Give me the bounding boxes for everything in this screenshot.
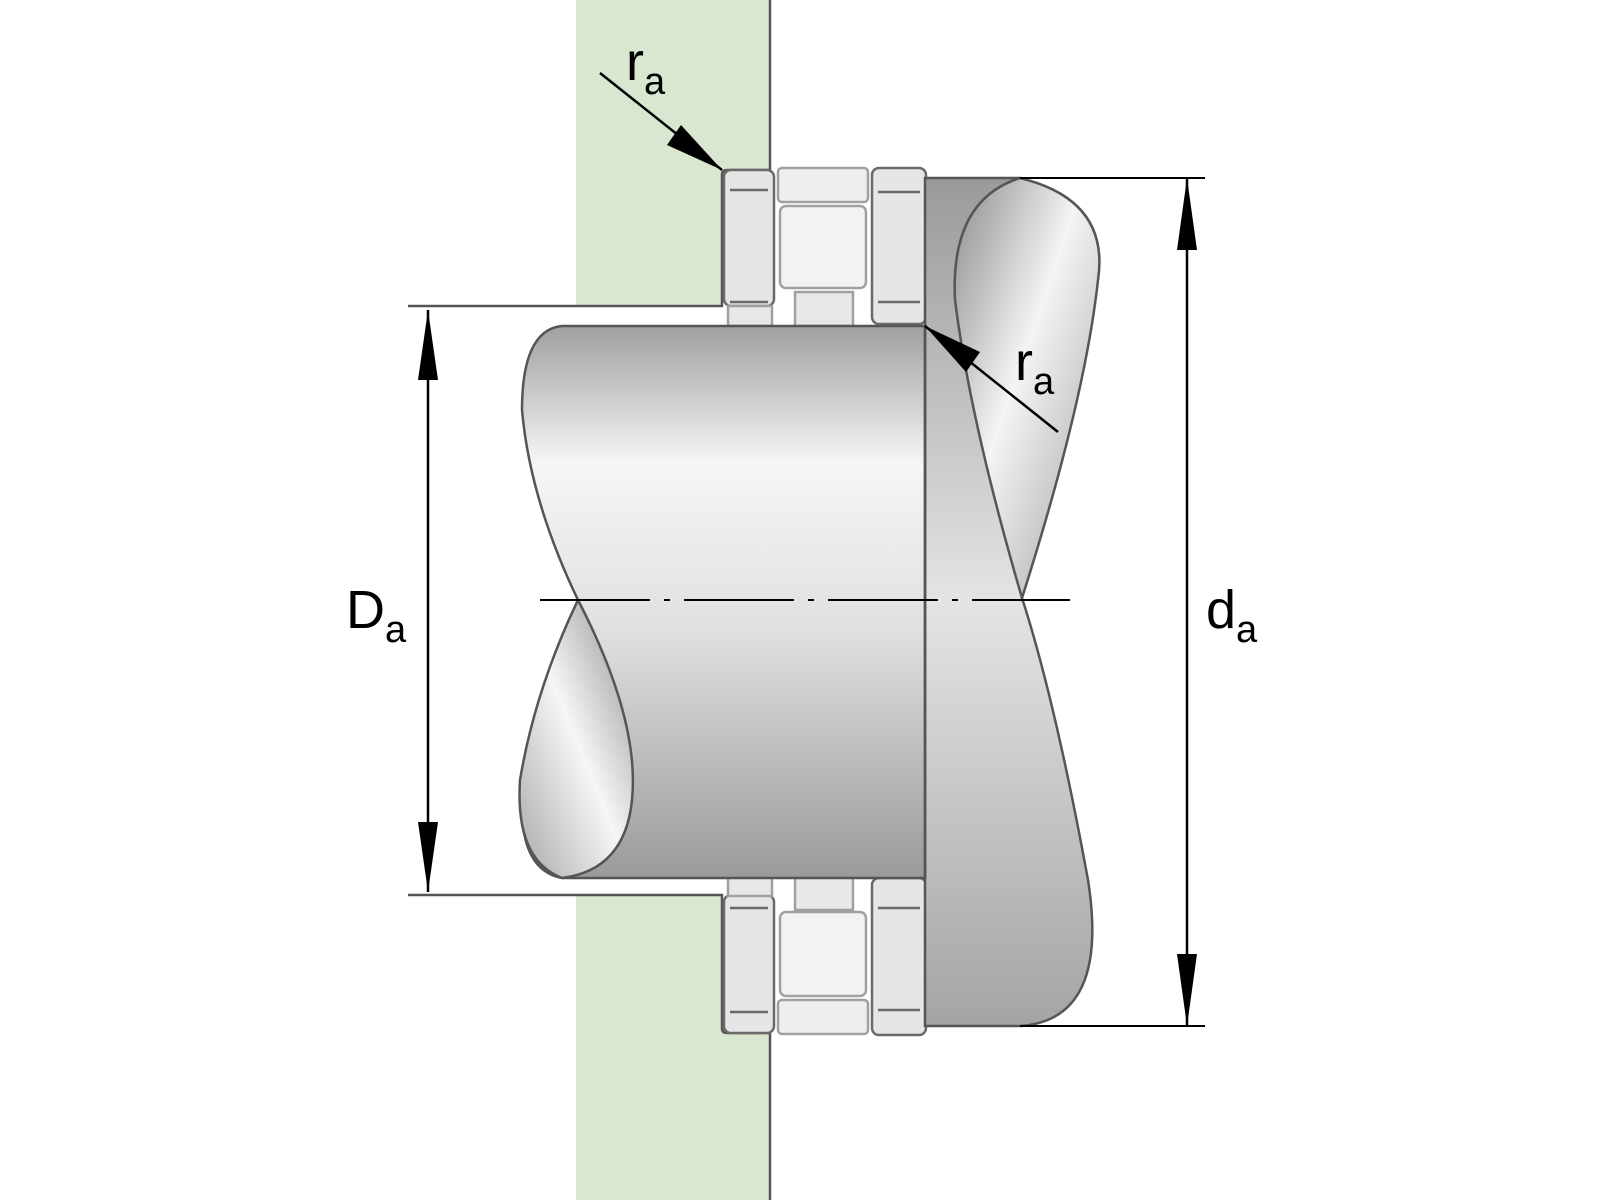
radius-arrow-top [599,72,723,171]
label-da: da [1206,580,1258,651]
cage-top [776,166,870,204]
label-ra-top: ra [626,32,666,103]
journal-end-face [518,597,635,880]
label-ra-right: ra [1015,332,1055,403]
radius-arrow-right [924,325,1059,433]
inner-ring-bottom [870,876,928,1037]
bearing-upper [722,166,928,328]
housing [408,0,772,1200]
roller-top [778,204,868,290]
dimension-Da [418,310,438,892]
shaft-journal [518,324,927,880]
roller-bottom [778,910,868,998]
shoulder-end-face [953,176,1101,603]
dimension-da [1020,177,1205,1027]
bearing-lower [722,874,928,1037]
cage-bottom [776,998,870,1036]
label-Da: Da [346,580,407,651]
shaft-shoulder [923,176,1101,1028]
